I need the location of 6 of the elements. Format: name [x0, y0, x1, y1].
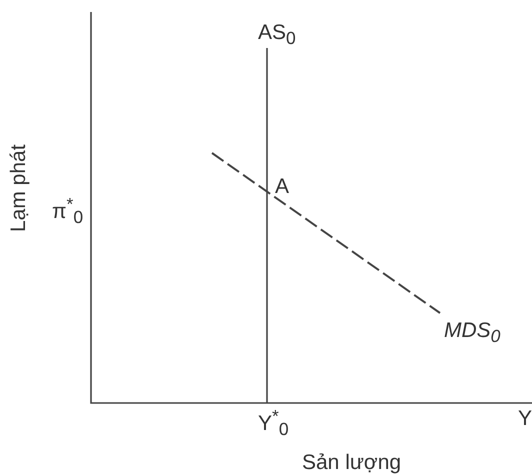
curve-label: AS$_{0}$ — [258, 22, 296, 48]
axis-title: Sản lượng — [302, 452, 402, 473]
curve-label: MDS$_{0}$ — [444, 320, 500, 346]
point-label: A — [275, 176, 290, 197]
axis-title: Lạm phát — [8, 144, 29, 232]
axis-tick-label: Y — [518, 408, 532, 429]
